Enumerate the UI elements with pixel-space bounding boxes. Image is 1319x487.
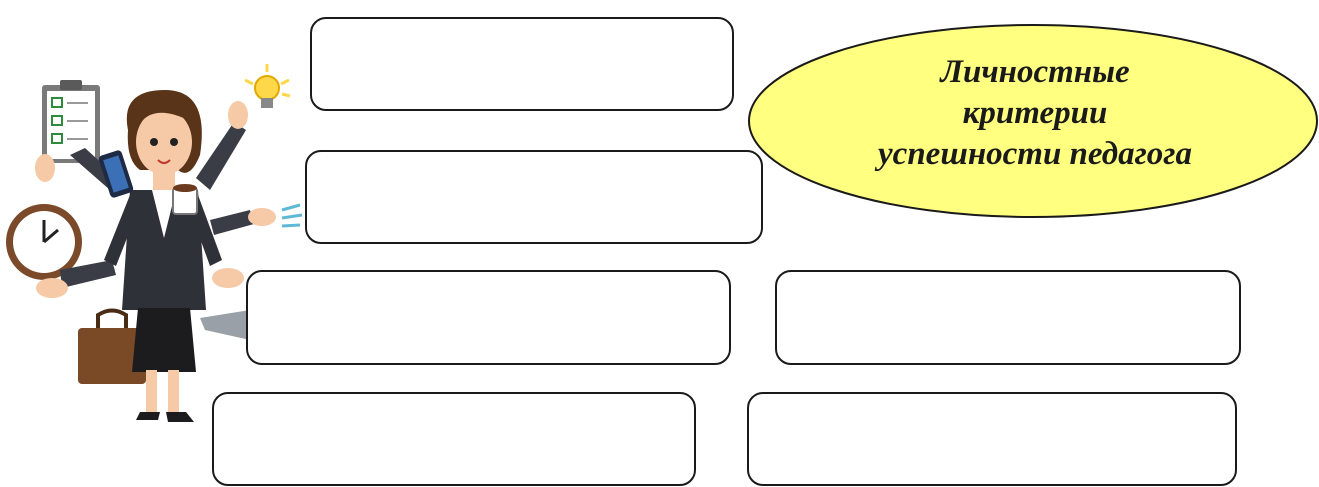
criteria-box	[775, 270, 1241, 365]
criteria-box	[246, 270, 731, 365]
title-ellipse	[748, 24, 1318, 218]
diagram-title: Личностные критерии успешности педагога	[878, 54, 1192, 172]
lightbulb-icon	[244, 64, 291, 108]
clock-icon	[6, 204, 82, 280]
criteria-box	[305, 150, 763, 244]
smartphone-icon	[98, 150, 134, 198]
clipboard-icon	[42, 80, 100, 163]
criteria-box	[310, 17, 734, 111]
multitasking-businesswoman-icon	[6, 64, 303, 422]
laptop-icon	[200, 310, 250, 340]
briefcase-icon	[78, 308, 146, 384]
coffee-cup-icon	[172, 184, 198, 215]
criteria-box	[747, 392, 1237, 486]
criteria-box	[212, 392, 696, 486]
